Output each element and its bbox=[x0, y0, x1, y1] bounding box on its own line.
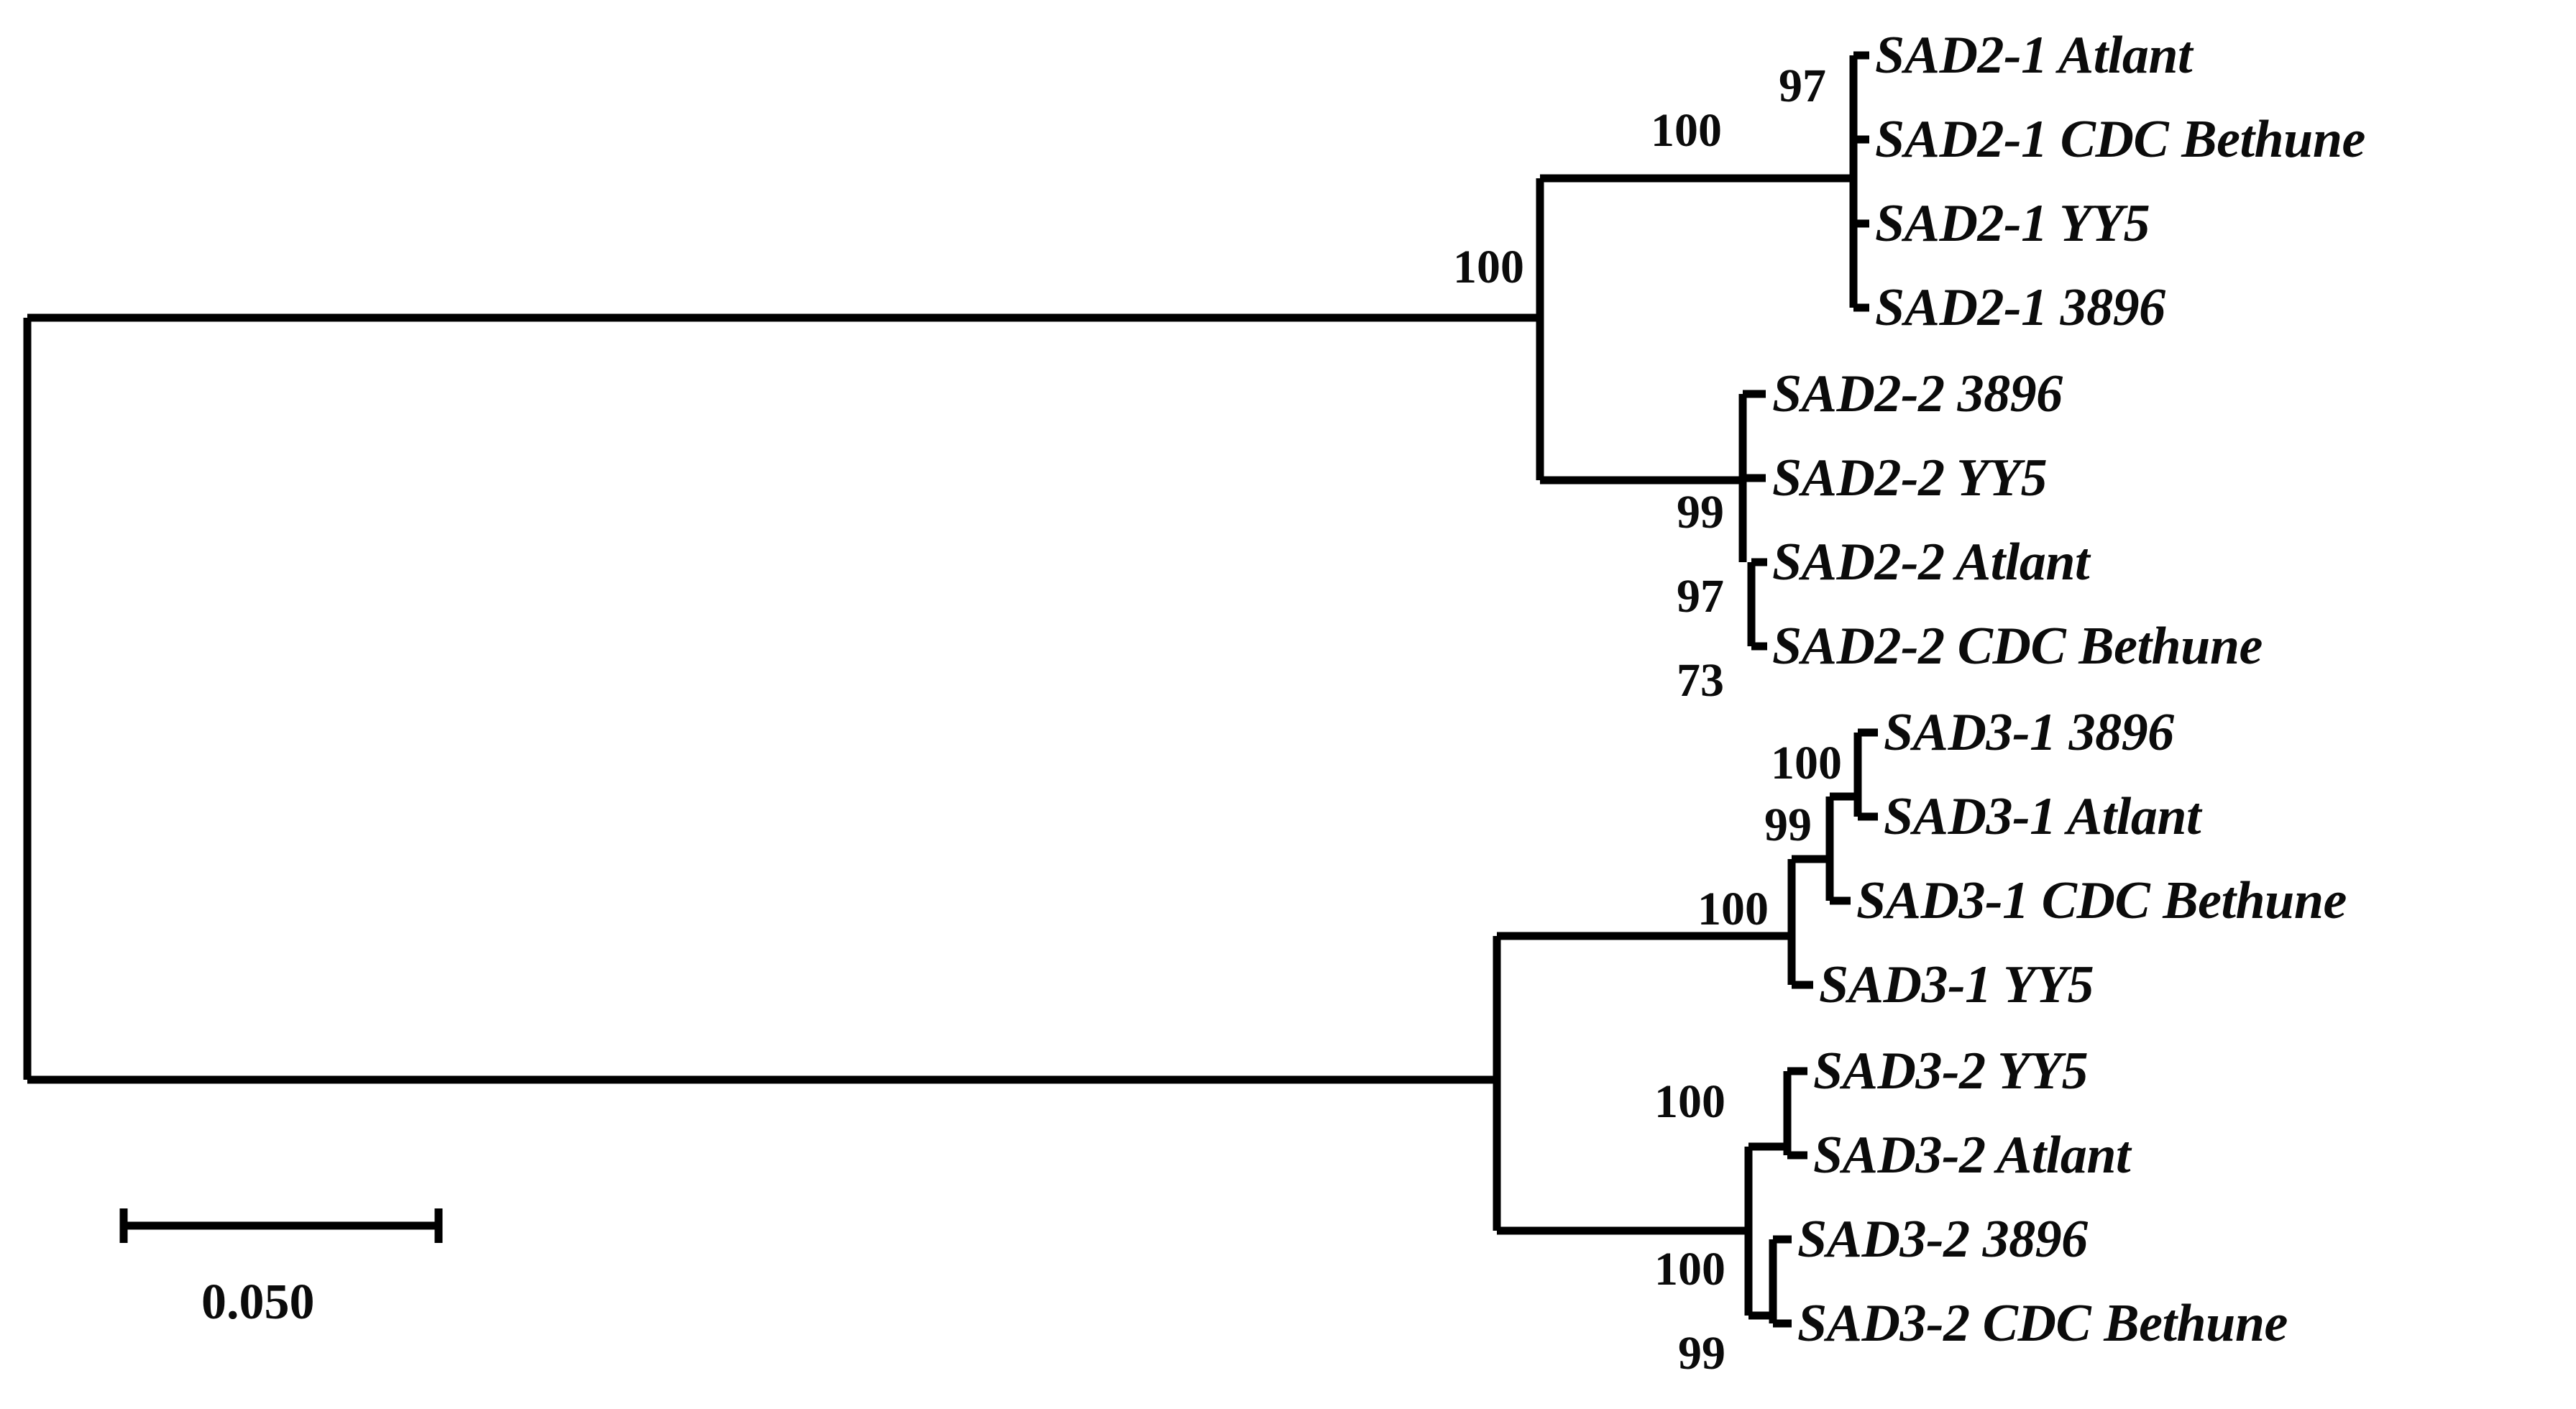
tip-label-sad3-1-atlant: SAD3-1 Atlant bbox=[1884, 787, 2201, 846]
tip-label-sad3-1-cdc-bethune: SAD3-1 CDC Bethune bbox=[1856, 871, 2347, 930]
tip-label-sad2-1-cdc-bethune: SAD2-1 CDC Bethune bbox=[1875, 110, 2365, 169]
support-value-node-sad3-2-99: 99 bbox=[1678, 1327, 1725, 1380]
tip-label-sad3-1-3896: SAD3-1 3896 bbox=[1884, 703, 2174, 762]
support-value-node-sad3-2-100b: 100 bbox=[1654, 1243, 1725, 1295]
support-value-node-sad2-100: 100 bbox=[1453, 241, 1524, 293]
support-value-node-sad3-1-100b: 100 bbox=[1697, 883, 1769, 935]
branch-lines bbox=[23, 51, 1878, 1328]
tip-label-sad3-2-atlant: SAD3-2 Atlant bbox=[1813, 1126, 2131, 1185]
support-value-node-sad3-2-100: 100 bbox=[1654, 1075, 1725, 1128]
tip-label-sad2-1-3896: SAD2-1 3896 bbox=[1875, 278, 2165, 337]
tip-label-sad2-1-yy5: SAD2-1 YY5 bbox=[1875, 194, 2150, 253]
tip-label-sad2-2-cdc-bethune: SAD2-2 CDC Bethune bbox=[1772, 617, 2263, 676]
tip-label-sad2-2-atlant: SAD2-2 Atlant bbox=[1772, 533, 2090, 592]
tip-label-sad2-2-yy5: SAD2-2 YY5 bbox=[1772, 449, 2048, 508]
tip-label-sad3-2-yy5: SAD3-2 YY5 bbox=[1813, 1042, 2089, 1101]
support-value-node-sad2-2-99: 99 bbox=[1677, 486, 1724, 538]
support-value-node-sad3-1-99: 99 bbox=[1764, 799, 1812, 851]
support-value-node-sad2-1-100: 100 bbox=[1651, 104, 1722, 157]
tip-label-sad3-2-3896: SAD3-2 3896 bbox=[1797, 1210, 2088, 1269]
support-value-node-sad2-2-97: 97 bbox=[1677, 570, 1724, 623]
scale-bar-label: 0.050 bbox=[201, 1275, 315, 1330]
support-value-node-sad3-1-100: 100 bbox=[1771, 737, 1842, 789]
tip-label-sad3-2-cdc-bethune: SAD3-2 CDC Bethune bbox=[1797, 1294, 2288, 1353]
tip-label-sad3-1-yy5: SAD3-1 YY5 bbox=[1819, 955, 2094, 1014]
tip-label-sad2-2-3896: SAD2-2 3896 bbox=[1772, 364, 2063, 423]
support-value-node-sad2-1-97: 97 bbox=[1779, 60, 1826, 112]
support-value-node-sad2-2-73: 73 bbox=[1677, 654, 1724, 707]
tip-label-sad2-1-atlant: SAD2-1 Atlant bbox=[1875, 26, 2193, 85]
scale-bar-graphic bbox=[119, 1208, 443, 1243]
